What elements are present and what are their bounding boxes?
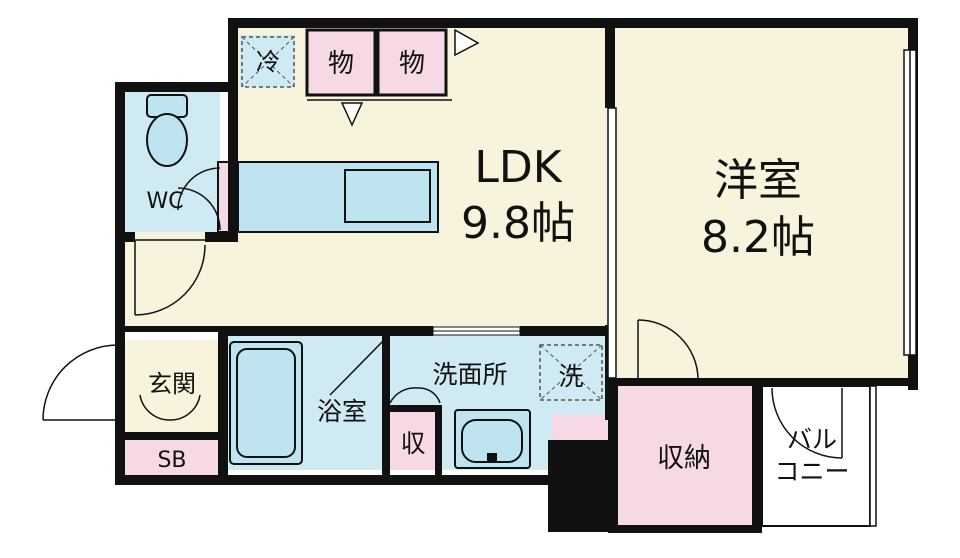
western-room-floor — [612, 25, 910, 380]
hall-floor — [125, 232, 235, 332]
washer-label: 洗 — [558, 362, 583, 391]
storage-a-floor — [307, 30, 375, 95]
balcony-label-line1: バル — [787, 425, 837, 454]
wc-door — [177, 167, 221, 231]
storage-a-label: 物 — [328, 49, 354, 79]
toilet-icon — [146, 94, 188, 167]
balcony-label-line2: コニー — [774, 457, 849, 486]
balcony — [761, 385, 877, 527]
storage-a-box — [305, 28, 377, 97]
balcony-door — [771, 387, 843, 459]
wash-basin-icon — [454, 409, 531, 469]
fridge-label: 冷 — [256, 48, 280, 76]
sliding-door-ldk — [607, 107, 617, 379]
western-room-door — [637, 319, 699, 380]
window-right — [903, 49, 917, 356]
entrance-floor — [125, 340, 220, 432]
shoe-box-floor — [125, 440, 220, 475]
storage-b-box — [376, 28, 448, 97]
western-room-size-label: 8.2帖 — [701, 212, 815, 263]
entrance-label: 玄関 — [148, 370, 196, 398]
wc-label: WC — [146, 189, 183, 214]
bathroom-door — [329, 339, 385, 396]
storage-side-arrow — [454, 28, 480, 57]
shoe-box-label: SB — [157, 448, 186, 473]
western-room-label: 洋室 — [714, 155, 802, 206]
washer-icon — [539, 344, 603, 401]
ldk-size-label: 9.8帖 — [461, 198, 575, 249]
washroom-door — [389, 387, 441, 404]
storage-door-arrow — [340, 102, 364, 127]
pink-shelf — [552, 415, 607, 443]
small-storage-label: 収 — [400, 429, 425, 458]
small-storage-floor — [390, 412, 435, 470]
hall-door — [134, 239, 206, 316]
closet-label: 収納 — [657, 443, 711, 474]
storage-b-floor — [378, 30, 446, 95]
entrance-door — [42, 344, 119, 430]
closet-floor — [612, 385, 752, 530]
ldk-label: LDK — [474, 142, 562, 193]
storage-b-label: 物 — [399, 49, 425, 79]
kitchen-sink — [344, 169, 431, 223]
entrance-storage-door — [139, 394, 201, 421]
bathtub-icon — [229, 341, 303, 465]
washroom-label: 洗面所 — [432, 360, 507, 389]
sliding-door-wash — [432, 326, 521, 336]
bathroom-label: 浴室 — [317, 397, 367, 426]
fridge-icon — [241, 36, 295, 88]
